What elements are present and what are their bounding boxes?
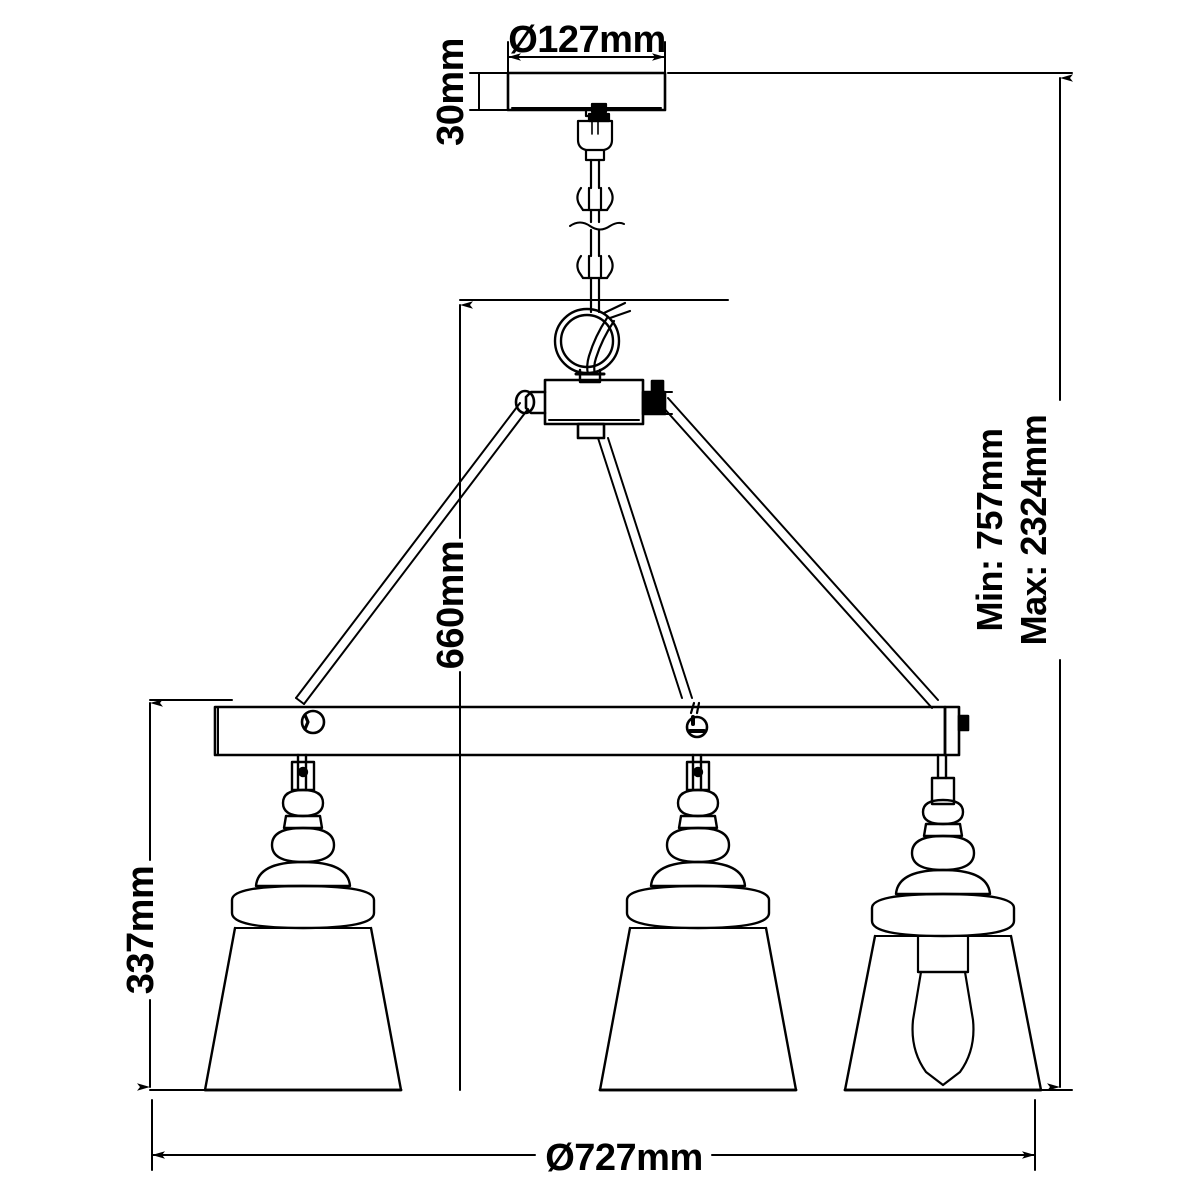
arm-right-b [661,405,933,709]
arm-right-a [667,397,939,701]
arm-left-cap [295,697,305,705]
bulb-socket [916,934,970,974]
canopy-hook-assembly [576,102,614,162]
ceiling-canopy [506,71,667,112]
hook-thread [591,120,599,135]
left-shade-collar [230,884,376,930]
label-canopy-height: 30mm [430,38,472,146]
center-finial-ball-1 [676,788,720,818]
bulb-glass [911,970,975,1087]
support-arms [295,397,939,709]
left-finial-ring [282,814,324,830]
label-min-overall-height: Min: 757mm [969,428,1010,631]
junction-bottom-boss [576,422,606,440]
right-shade-collar [870,892,1016,938]
arm-center-b [607,437,693,699]
ring-wire-tail [602,301,632,320]
junction-right-block [641,390,667,416]
hanger-loop-center [685,715,709,739]
label-shade-height: 337mm [120,866,162,994]
ring-wire-2 [593,319,616,376]
arm-left-b [303,408,529,705]
horizontal-linear-bar [213,705,970,757]
right-finial-ring [922,822,964,838]
junction-left-connector [524,390,547,415]
bar-right-stud [957,714,970,732]
break-symbol-upper [569,221,625,231]
dimension-labels: Ø127mm 30mm 660mm 337mm Ø727mm Min: 757m… [120,19,1054,1179]
central-junction-box [514,378,673,440]
arm-left-a [295,402,521,699]
center-cone-shade [598,753,798,1092]
center-shade-dome [649,860,747,888]
center-shade-collar [625,884,771,930]
label-canopy-diameter: Ø127mm [508,19,666,61]
label-drop-height: 660mm [430,541,472,669]
hanger-loop-left [300,709,326,735]
chain-link-2-inner [587,254,603,280]
junction-right-tab [650,379,665,395]
right-shade-dome [894,868,992,896]
bar-right-mount [943,705,961,757]
left-shade-cone [203,926,403,1092]
left-cone-shade [203,753,403,1092]
center-finial-ball-2 [665,826,731,864]
ring-stem [578,368,602,384]
hook-cup [576,119,614,152]
suspension-chain [569,158,625,314]
hook-stem [584,148,606,162]
left-finial-ball-2 [270,826,336,864]
left-shade-dome [254,860,352,888]
dimension-lines [137,41,1073,1171]
bar-hanger-loops [300,701,709,739]
left-shade-screw [297,766,309,778]
center-shade-cone [598,926,798,1092]
arm-center-a [597,437,683,699]
right-shade-socket-box [930,776,956,806]
hook-nut-1 [590,102,608,114]
ring-wire-1 [586,316,609,376]
junction-body [543,378,645,426]
right-cone-shade [843,753,1043,1092]
right-finial-ball-2 [910,834,976,872]
chain-link-1-inner [587,186,603,212]
hanger-wire-center [689,701,701,715]
label-max-overall-height: Max: 2324mm [1013,415,1054,646]
chain-link-2-outer [576,254,614,280]
hanger-loop-left-gap [303,713,310,731]
label-overall-width: Ø727mm [545,1137,703,1179]
center-finial-ring [677,814,719,830]
left-finial-ball-1 [281,788,325,818]
hanging-ring-loop [553,301,632,384]
right-shade-cone [843,934,1043,1092]
center-shade-screw [692,766,704,778]
bar-body [213,705,947,757]
chain-link-1-outer [576,186,614,212]
canopy-plate [506,71,667,112]
